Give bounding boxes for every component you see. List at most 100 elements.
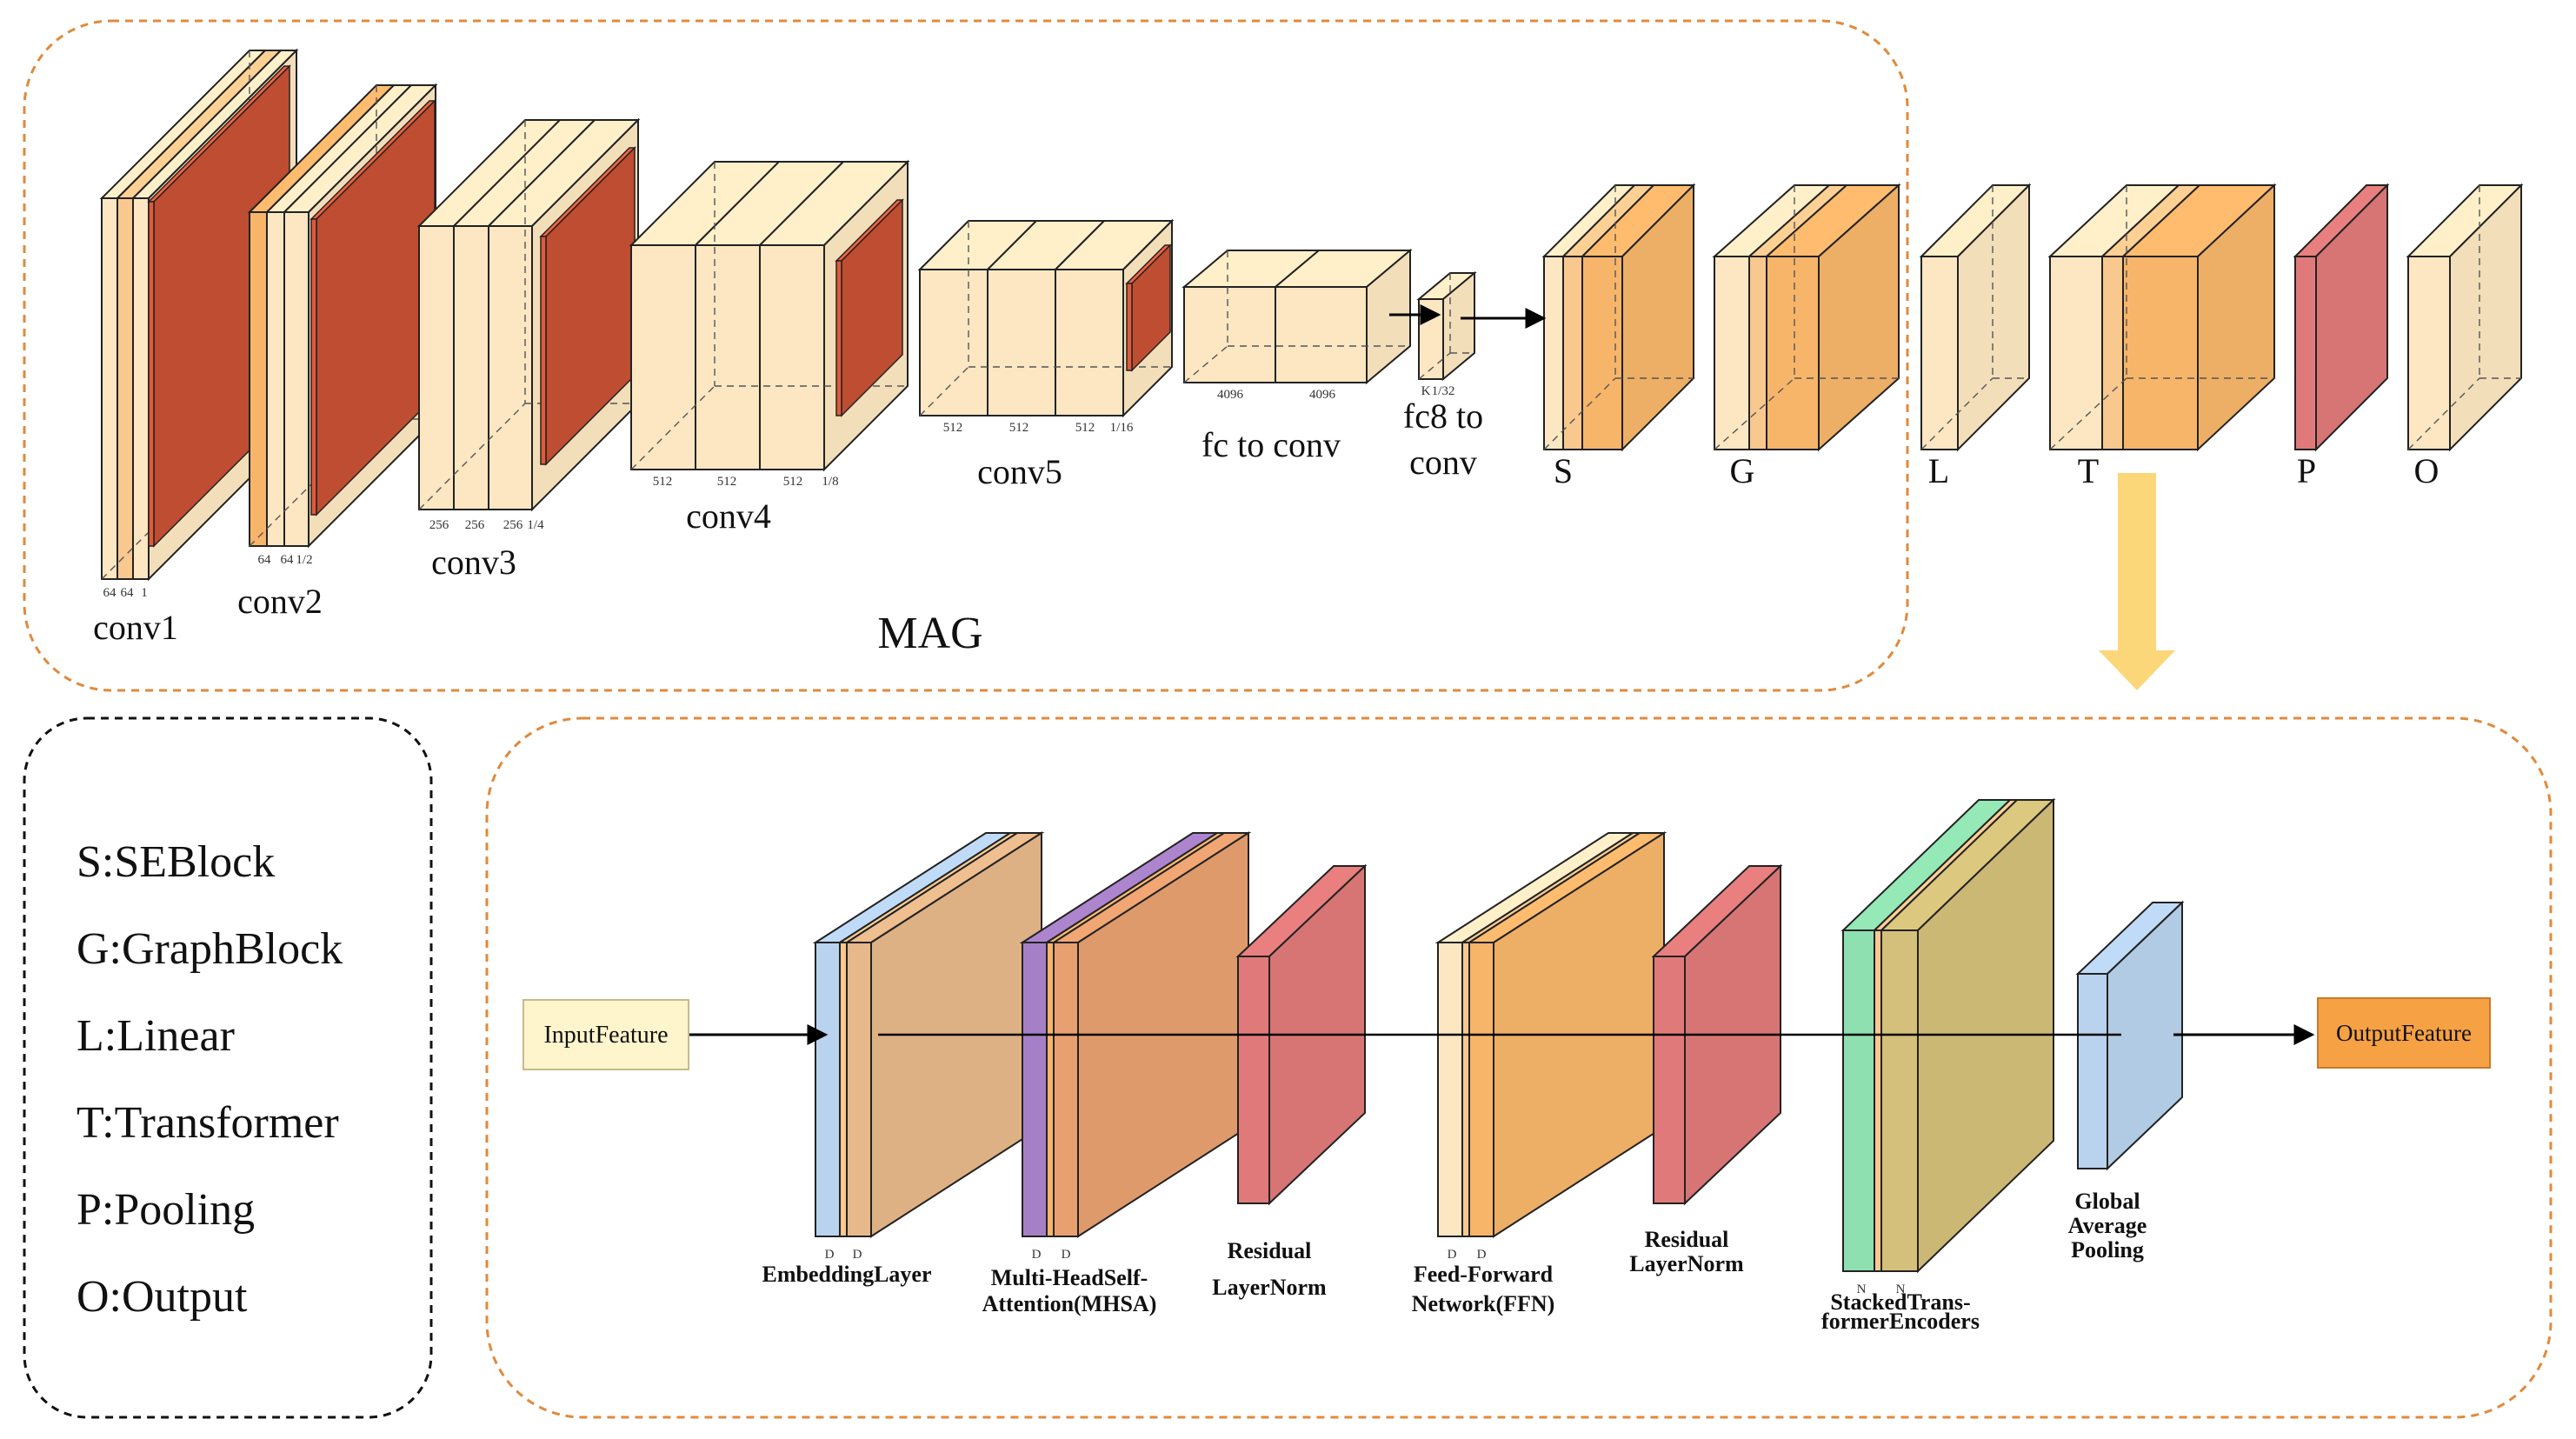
dimension-label: 1/2: [296, 553, 312, 567]
ffn-block-front-face: [1468, 942, 1494, 1237]
conv2-block-front-face: [283, 211, 310, 547]
output-block-front-face: [2407, 256, 2451, 450]
transformer-block-front-face: [2101, 256, 2124, 450]
graphblock-block-front-face: [1748, 256, 1767, 450]
conv2-feature-plate: [310, 99, 436, 516]
graphblock-block-hidden-edge: [1714, 377, 1795, 450]
dimension-label: 1/8: [822, 475, 838, 489]
embedding-layer-block-front-face: [815, 942, 841, 1237]
dimension-label: 512: [943, 421, 963, 435]
stage-label-line: formerEncoders: [1821, 1309, 1980, 1334]
legend: S:SEBlock G:GraphBlock L:Linear T:Transf…: [77, 837, 343, 1322]
stage-label-line: Multi-HeadSelf-: [991, 1265, 1148, 1290]
embedding-layer-block-front-face: [839, 942, 848, 1237]
fc8-to-conv-block: [1416, 270, 1477, 382]
linear-block: [1919, 183, 2032, 452]
conv4-feature-plate: [835, 198, 904, 417]
conv5-block-front-face: [1055, 269, 1124, 416]
conv5-block-front-face: [919, 269, 988, 416]
block-label-S: S: [1554, 451, 1573, 490]
stage-label-line: Attention(MHSA): [982, 1291, 1157, 1316]
conv1-block-front-face: [101, 197, 118, 580]
conv3-block: [416, 117, 641, 512]
embedding-layer-block-front-face: [846, 942, 872, 1237]
fc-to-conv-block-hidden-edge: [1183, 345, 1228, 383]
block-label-conv1: conv1: [93, 608, 178, 647]
stage-dimension-label: D: [1448, 1248, 1457, 1262]
residual-layernorm-block-1-front-face: [1237, 956, 1270, 1204]
dimension-label: 4096: [1309, 388, 1336, 402]
ffn-block-front-face: [1461, 942, 1470, 1237]
output-feature-box: OutputFeature: [2317, 997, 2491, 1069]
stacked-encoders-block-front-face: [1874, 929, 1882, 1272]
block-label-T: T: [2078, 451, 2099, 490]
stage-label-line: Residual: [1228, 1238, 1312, 1263]
legend-item-output: O:Output: [77, 1272, 248, 1322]
seblock-block-front-face: [1581, 256, 1623, 450]
transformer-panel: [485, 716, 2553, 1419]
stage-label-line: EmbeddingLayer: [762, 1262, 931, 1287]
stage-dimension-label: N: [1896, 1282, 1906, 1296]
input-feature-label: InputFeature: [543, 1022, 668, 1049]
block-label-G: G: [1730, 451, 1755, 490]
graphblock-block-front-face: [1714, 256, 1750, 450]
stage-dimension-label: D: [1032, 1248, 1042, 1262]
conv3-block-front-face: [453, 225, 489, 510]
stage-label-line: LayerNorm: [1629, 1251, 1744, 1276]
ffn-block-front-face: [1437, 942, 1463, 1237]
output-block: [2406, 183, 2524, 452]
stage-dimension-label: D: [1477, 1248, 1487, 1262]
output-block-hidden-edge: [2407, 377, 2480, 450]
dimension-label: 512: [717, 475, 737, 489]
block-label-conv5: conv5: [977, 452, 1062, 491]
stage-label-line: Pooling: [2071, 1237, 2144, 1262]
stage-dimension-label: N: [1857, 1282, 1867, 1296]
conv4-block-hidden-edge: [630, 385, 716, 470]
block-label-conv3: conv3: [431, 543, 516, 582]
ffn-block: [1434, 831, 1667, 1238]
seblock-block-front-face: [1543, 256, 1564, 450]
mhsa-block-front-face: [1022, 942, 1048, 1237]
transformer-block-front-face: [2122, 256, 2199, 450]
conv3-block-front-face: [418, 225, 455, 510]
stage-label-line: Global: [2074, 1189, 2140, 1214]
legend-item-graphblock: G:GraphBlock: [77, 924, 343, 974]
conv3-feature-plate: [539, 146, 636, 466]
stacked-encoders-block-front-face: [1880, 929, 1919, 1272]
dimension-label: 256: [429, 518, 449, 532]
block-label-fc-to-conv: fc to conv: [1201, 425, 1341, 464]
conv1-block-front-face: [116, 197, 134, 580]
dimension-label: 64: [258, 553, 272, 567]
mag-arrows: [1389, 304, 1547, 329]
dimension-label: K: [1421, 384, 1431, 398]
dimension-label: 512: [653, 475, 673, 489]
stage-label-line: LayerNorm: [1212, 1275, 1327, 1300]
dimension-label: 512: [1075, 421, 1095, 435]
fc-to-conv-block: [1181, 248, 1413, 385]
dimension-label: 1/4: [527, 518, 544, 532]
stage-label-line: Average: [2068, 1213, 2147, 1238]
stacked-encoders-block-front-face: [1842, 929, 1875, 1272]
conv4-block-front-face: [695, 244, 761, 470]
block-label-conv: conv: [1409, 443, 1477, 482]
legend-item-linear: L:Linear: [77, 1011, 235, 1061]
block-label-L: L: [1928, 451, 1949, 490]
block-label-P: P: [2297, 451, 2316, 490]
residual-layernorm-block-2-front-face: [1653, 956, 1686, 1204]
stage-label-line: Feed-Forward: [1414, 1262, 1554, 1287]
stage-dimension-label: D: [1062, 1248, 1071, 1262]
transformer-block: [2047, 183, 2277, 452]
dimension-label: 1/16: [1110, 421, 1134, 435]
block-label-conv2: conv2: [237, 582, 323, 621]
linear-block-hidden-edge: [1920, 377, 1994, 450]
conv4-block-front-face: [759, 244, 825, 470]
graphblock-block: [1712, 183, 1901, 452]
conv5-feature-plate: [1125, 243, 1172, 372]
global-average-pooling-block-front-face: [2077, 973, 2108, 1169]
stage-label-line: Network(FFN): [1412, 1291, 1555, 1316]
legend-item-transformer: T:Transformer: [77, 1098, 339, 1148]
dimension-label: 1: [141, 586, 148, 600]
fc8-to-conv-block-hidden-edge: [1418, 352, 1451, 380]
graphblock-block-front-face: [1766, 256, 1820, 450]
